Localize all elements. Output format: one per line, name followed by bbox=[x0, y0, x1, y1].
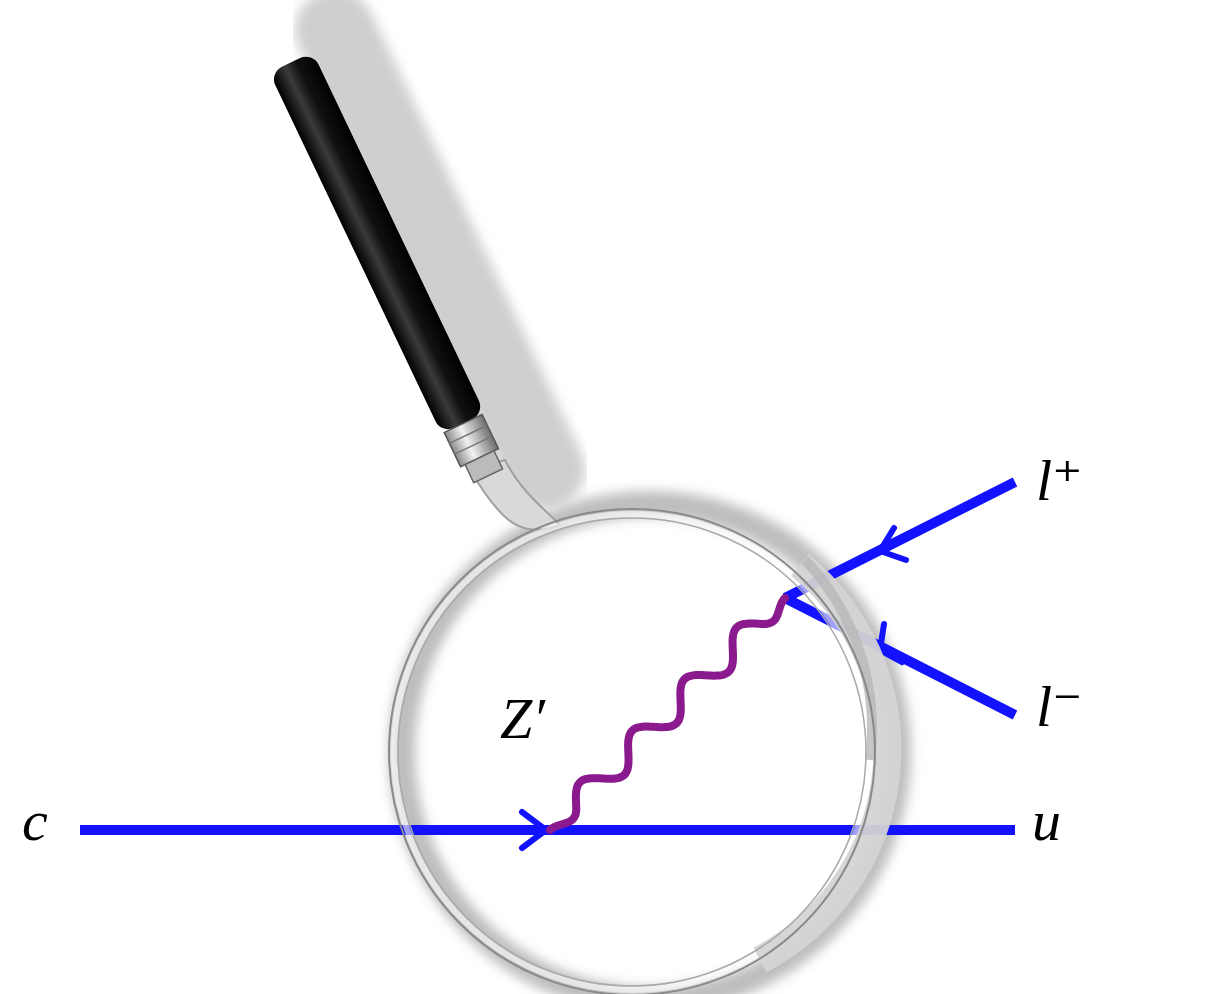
magnifier-handle bbox=[269, 52, 509, 486]
lepton-label: l⁻ bbox=[1036, 678, 1083, 736]
zprime-propagator bbox=[550, 598, 785, 830]
quark-out-label: u bbox=[1032, 792, 1061, 850]
quark-arrow bbox=[522, 812, 546, 848]
magnifier-shadow bbox=[335, 30, 898, 994]
boson-label: Z′ bbox=[500, 690, 545, 748]
antilepton-arrow bbox=[880, 528, 906, 560]
magnifier-rim bbox=[389, 509, 887, 994]
quark-in-label: c bbox=[22, 792, 48, 850]
lepton-line bbox=[785, 598, 1015, 715]
antilepton-label: l⁺ bbox=[1036, 452, 1083, 510]
